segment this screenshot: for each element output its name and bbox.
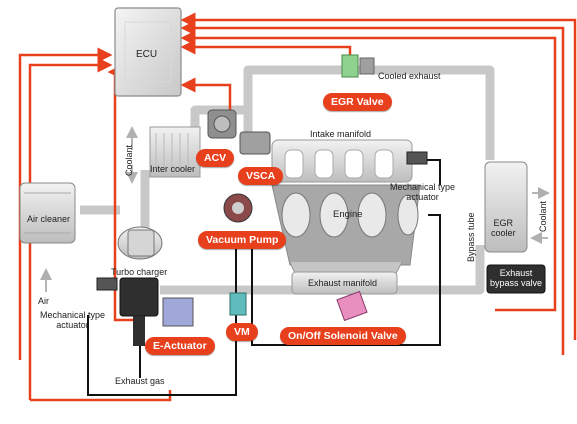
acv-icon	[207, 109, 237, 139]
wire-mech-actuator	[425, 159, 441, 185]
air-cleaner-label: Air cleaner	[27, 214, 71, 224]
inter-cooler-label: Inter cooler	[150, 164, 196, 174]
exhaust-bypass-valve-body	[486, 264, 546, 294]
signal-line-bottom	[30, 390, 172, 402]
air-cleaner	[19, 182, 76, 244]
vm-icon	[229, 292, 247, 316]
vsca-icon	[239, 131, 271, 155]
vsca-callout[interactable]: VSCA	[238, 167, 284, 185]
engine-block	[271, 184, 421, 266]
e-actuator-callout[interactable]: E-Actuator	[145, 337, 215, 355]
egr-valve-callout[interactable]: EGR Valve	[323, 93, 392, 111]
bypass-tube-label: Bypass tube	[466, 212, 476, 262]
signal-line-e-actuator	[113, 82, 135, 322]
signal-line-e-actuator-end	[107, 64, 123, 82]
egr-cooler	[484, 161, 546, 294]
mech-actuator-right-label: Mechanical type actuator	[390, 182, 456, 203]
turbo-charger-label: Turbo charger	[111, 267, 168, 277]
cooled-exhaust-label: Cooled exhaust	[378, 71, 441, 81]
signal-line-acv	[180, 77, 232, 110]
signal-line-left-1	[18, 47, 113, 360]
signal-line-egr	[180, 39, 352, 55]
vacuum-wires	[87, 159, 441, 396]
ecu-box	[114, 7, 182, 97]
turbo-charger-icon	[117, 226, 163, 346]
egr-valve-icon	[341, 54, 375, 78]
intake-manifold-label: Intake manifold	[310, 129, 372, 139]
bypass-tube-pipe	[440, 245, 485, 295]
solenoid-valve-icon	[336, 290, 368, 322]
coolant-left-label: Coolant	[124, 144, 134, 176]
exhaust-bypass-valve-label: Exhaust bypass valve	[490, 268, 543, 289]
acv-callout[interactable]: ACV	[196, 149, 235, 167]
on-off-solenoid-valve-callout[interactable]: On/Off Solenoid Valve	[280, 327, 406, 345]
exhaust-manifold-label: Exhaust manifold	[308, 278, 378, 288]
mech-actuator-left-label: Mechanical type actuator	[40, 310, 106, 331]
ecu-label: ECU	[136, 49, 158, 60]
wire-vacuum-right	[251, 214, 441, 346]
signal-line-1	[180, 12, 577, 340]
mech-actuator-icon	[96, 151, 428, 291]
signal-line-left-2	[28, 57, 113, 400]
wire-vacuum-left	[87, 245, 237, 396]
ecu-signal-lines	[18, 12, 577, 402]
exhaust-manifold	[289, 261, 403, 295]
signal-line-3	[180, 30, 557, 312]
air-label: Air	[38, 296, 49, 306]
coolant-right-label: Coolant	[538, 200, 548, 232]
exhaust-gas-label: Exhaust gas	[115, 376, 165, 386]
vacuum-pump-callout[interactable]: Vacuum Pump	[198, 231, 287, 249]
engine-label: Engine	[333, 209, 363, 220]
intake-manifold	[271, 139, 413, 183]
vm-callout[interactable]: VM	[226, 323, 258, 341]
signal-line-2	[180, 20, 565, 355]
e-actuator-icon	[162, 297, 194, 327]
egr-cooler-label: EGR cooler	[491, 218, 516, 239]
coolant-arrows	[40, 126, 550, 292]
vacuum-pump-icon	[223, 193, 253, 223]
